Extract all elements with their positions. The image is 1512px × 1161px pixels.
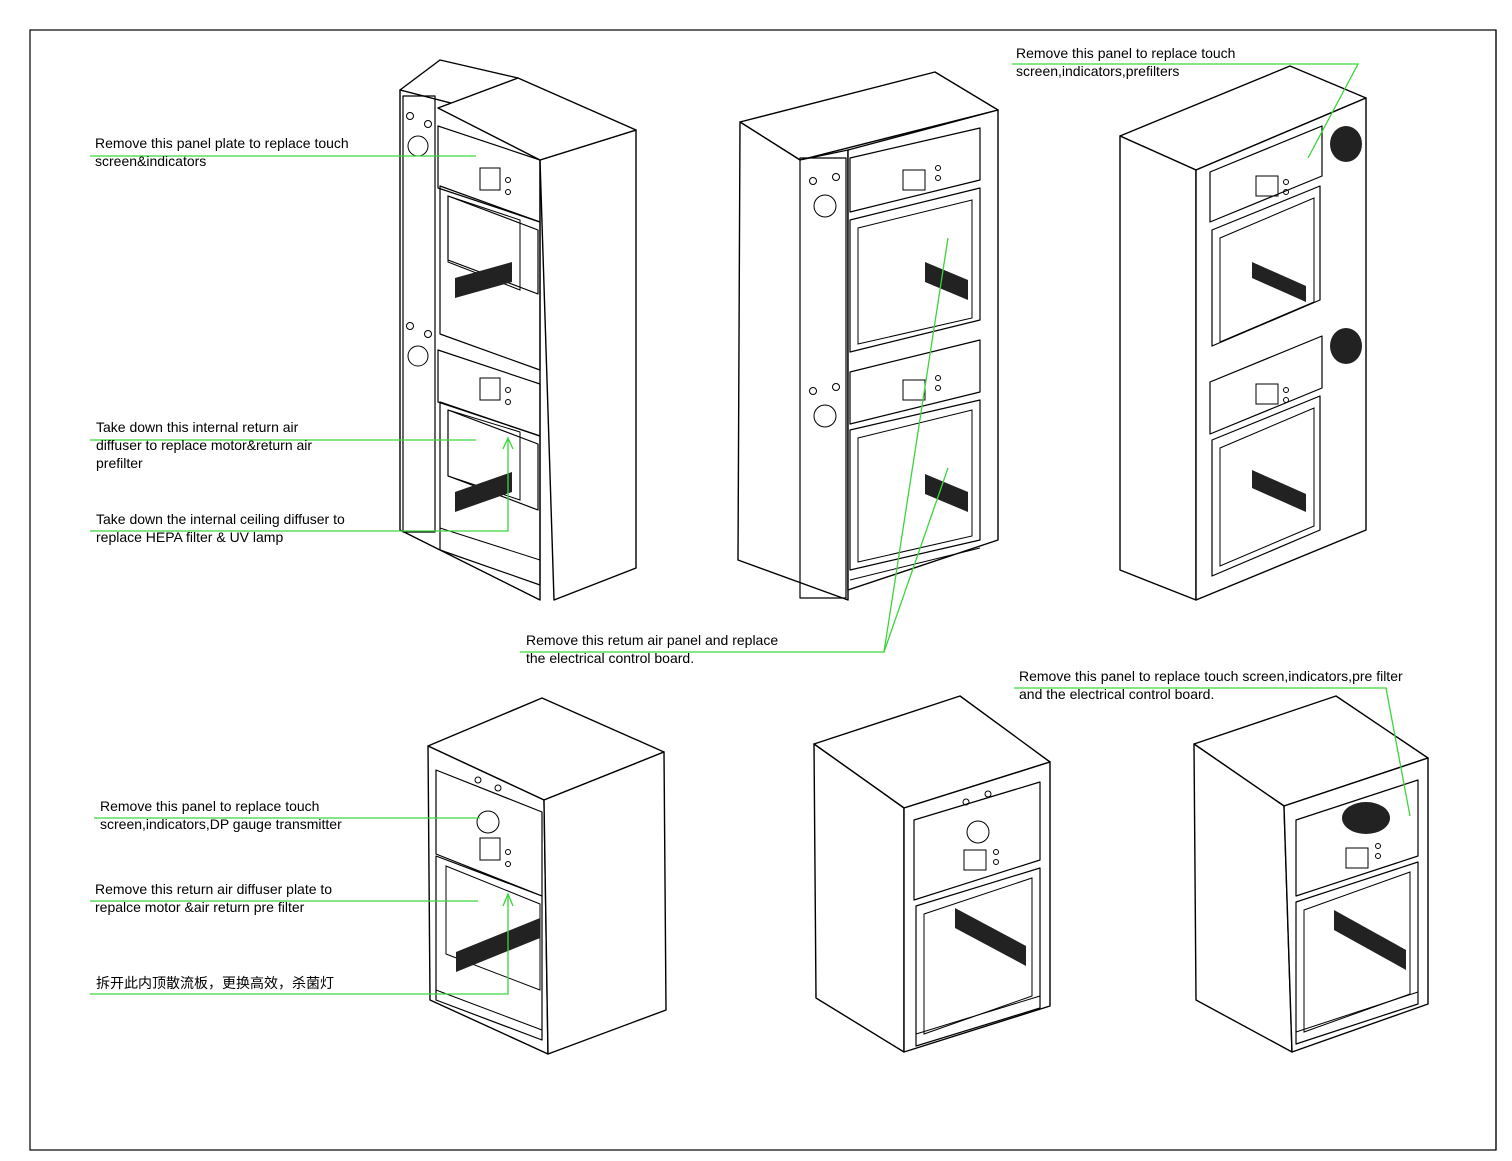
note-a7-line2: screen,indicators,DP gauge transmitter: [100, 816, 342, 832]
leader-lines: [90, 63, 1411, 995]
leader-a9-arrow: [502, 892, 514, 907]
note-a3: Take down the internal ceiling diffuser …: [96, 511, 349, 545]
leader-a6: [1014, 687, 1411, 817]
note-a6: Remove this panel to replace touch scree…: [1019, 668, 1407, 702]
leader-a3-arrow: [502, 436, 514, 450]
leader-a3: [90, 440, 509, 532]
note-a3-line2: replace HEPA filter & UV lamp: [96, 529, 283, 545]
note-a8: Remove this return air diffuser plate to…: [95, 881, 336, 915]
note-a7: Remove this panel to replace touch scree…: [100, 798, 342, 832]
cabinet-tall-right: [1119, 65, 1367, 601]
note-a7-line1: Remove this panel to replace touch: [100, 798, 319, 814]
note-a4: Remove this retum air panel and replace …: [526, 632, 782, 666]
cabinet-short-right: [1193, 695, 1429, 1053]
leader-a5: [1012, 63, 1360, 159]
leader-a4-branch: [883, 467, 949, 653]
note-a1: Remove this panel plate to replace touch…: [95, 135, 353, 169]
note-a2-line3: prefilter: [96, 455, 143, 471]
note-a1-line1: Remove this panel plate to replace touch: [95, 135, 349, 151]
note-a6-line2: and the electrical control board.: [1019, 686, 1214, 702]
cabinet-tall-left: [399, 59, 637, 601]
note-a1-line2: screen&indicators: [95, 153, 206, 169]
note-a9: 拆开此内顶散流板，更换高效，杀菌灯: [96, 975, 334, 992]
note-a8-line1: Remove this return air diffuser plate to: [95, 881, 332, 897]
note-a6-line1: Remove this panel to replace touch scree…: [1019, 668, 1403, 684]
note-a4-line1: Remove this retum air panel and replace: [526, 632, 778, 648]
note-a9-line1: 拆开此内顶散流板，更换高效，杀菌灯: [96, 975, 334, 992]
note-a4-line2: the electrical control board.: [526, 650, 694, 666]
note-a2-line2: diffuser to replace motor&return air: [96, 437, 312, 453]
note-a2: Take down this internal return air diffu…: [96, 419, 316, 471]
cabinet-short-left: [427, 697, 667, 1055]
cabinet-short-center: [813, 695, 1051, 1053]
note-a5: Remove this panel to replace touch scree…: [1016, 45, 1239, 79]
note-a5-line1: Remove this panel to replace touch: [1016, 45, 1235, 61]
note-a2-line1: Take down this internal return air: [96, 419, 299, 435]
note-a8-line2: repalce motor &air return pre filter: [95, 899, 305, 915]
cabinet-tall-center: [737, 71, 999, 601]
note-a5-line2: screen,indicators,prefilters: [1016, 63, 1179, 79]
leader-a9: [90, 896, 509, 995]
note-a3-line1: Take down the internal ceiling diffuser …: [96, 511, 345, 527]
